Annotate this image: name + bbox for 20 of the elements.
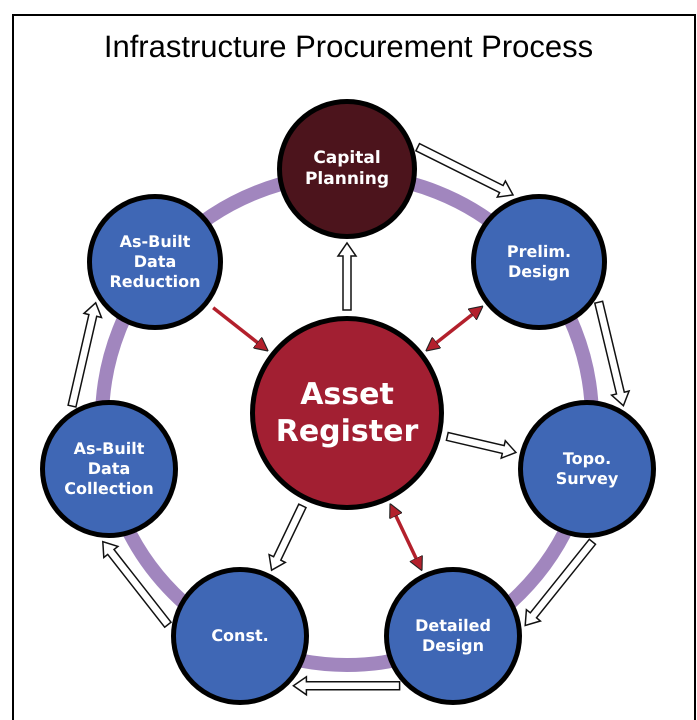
arrow xyxy=(212,306,269,352)
arrow xyxy=(102,540,172,628)
arrow xyxy=(594,300,630,407)
node-label: As-Built Data Collection xyxy=(63,439,155,499)
node-label: Topo. Survey xyxy=(554,449,620,489)
node-label: Prelim. Design xyxy=(506,242,572,282)
arrow xyxy=(268,503,307,572)
arrow xyxy=(292,675,400,696)
arrow xyxy=(414,142,514,198)
node-label: Asset Register xyxy=(274,376,420,450)
node-label: Const. xyxy=(210,626,270,646)
node-label: As-Built Data Reduction xyxy=(108,232,202,292)
title: Infrastructure Procurement Process xyxy=(102,28,594,66)
arrow xyxy=(446,432,518,460)
arrow xyxy=(425,305,484,352)
node-label: Detailed Design xyxy=(414,616,492,656)
node-label: Capital Planning xyxy=(304,148,390,190)
arrow xyxy=(336,242,358,311)
arrow xyxy=(524,538,597,627)
arrow xyxy=(67,302,103,408)
